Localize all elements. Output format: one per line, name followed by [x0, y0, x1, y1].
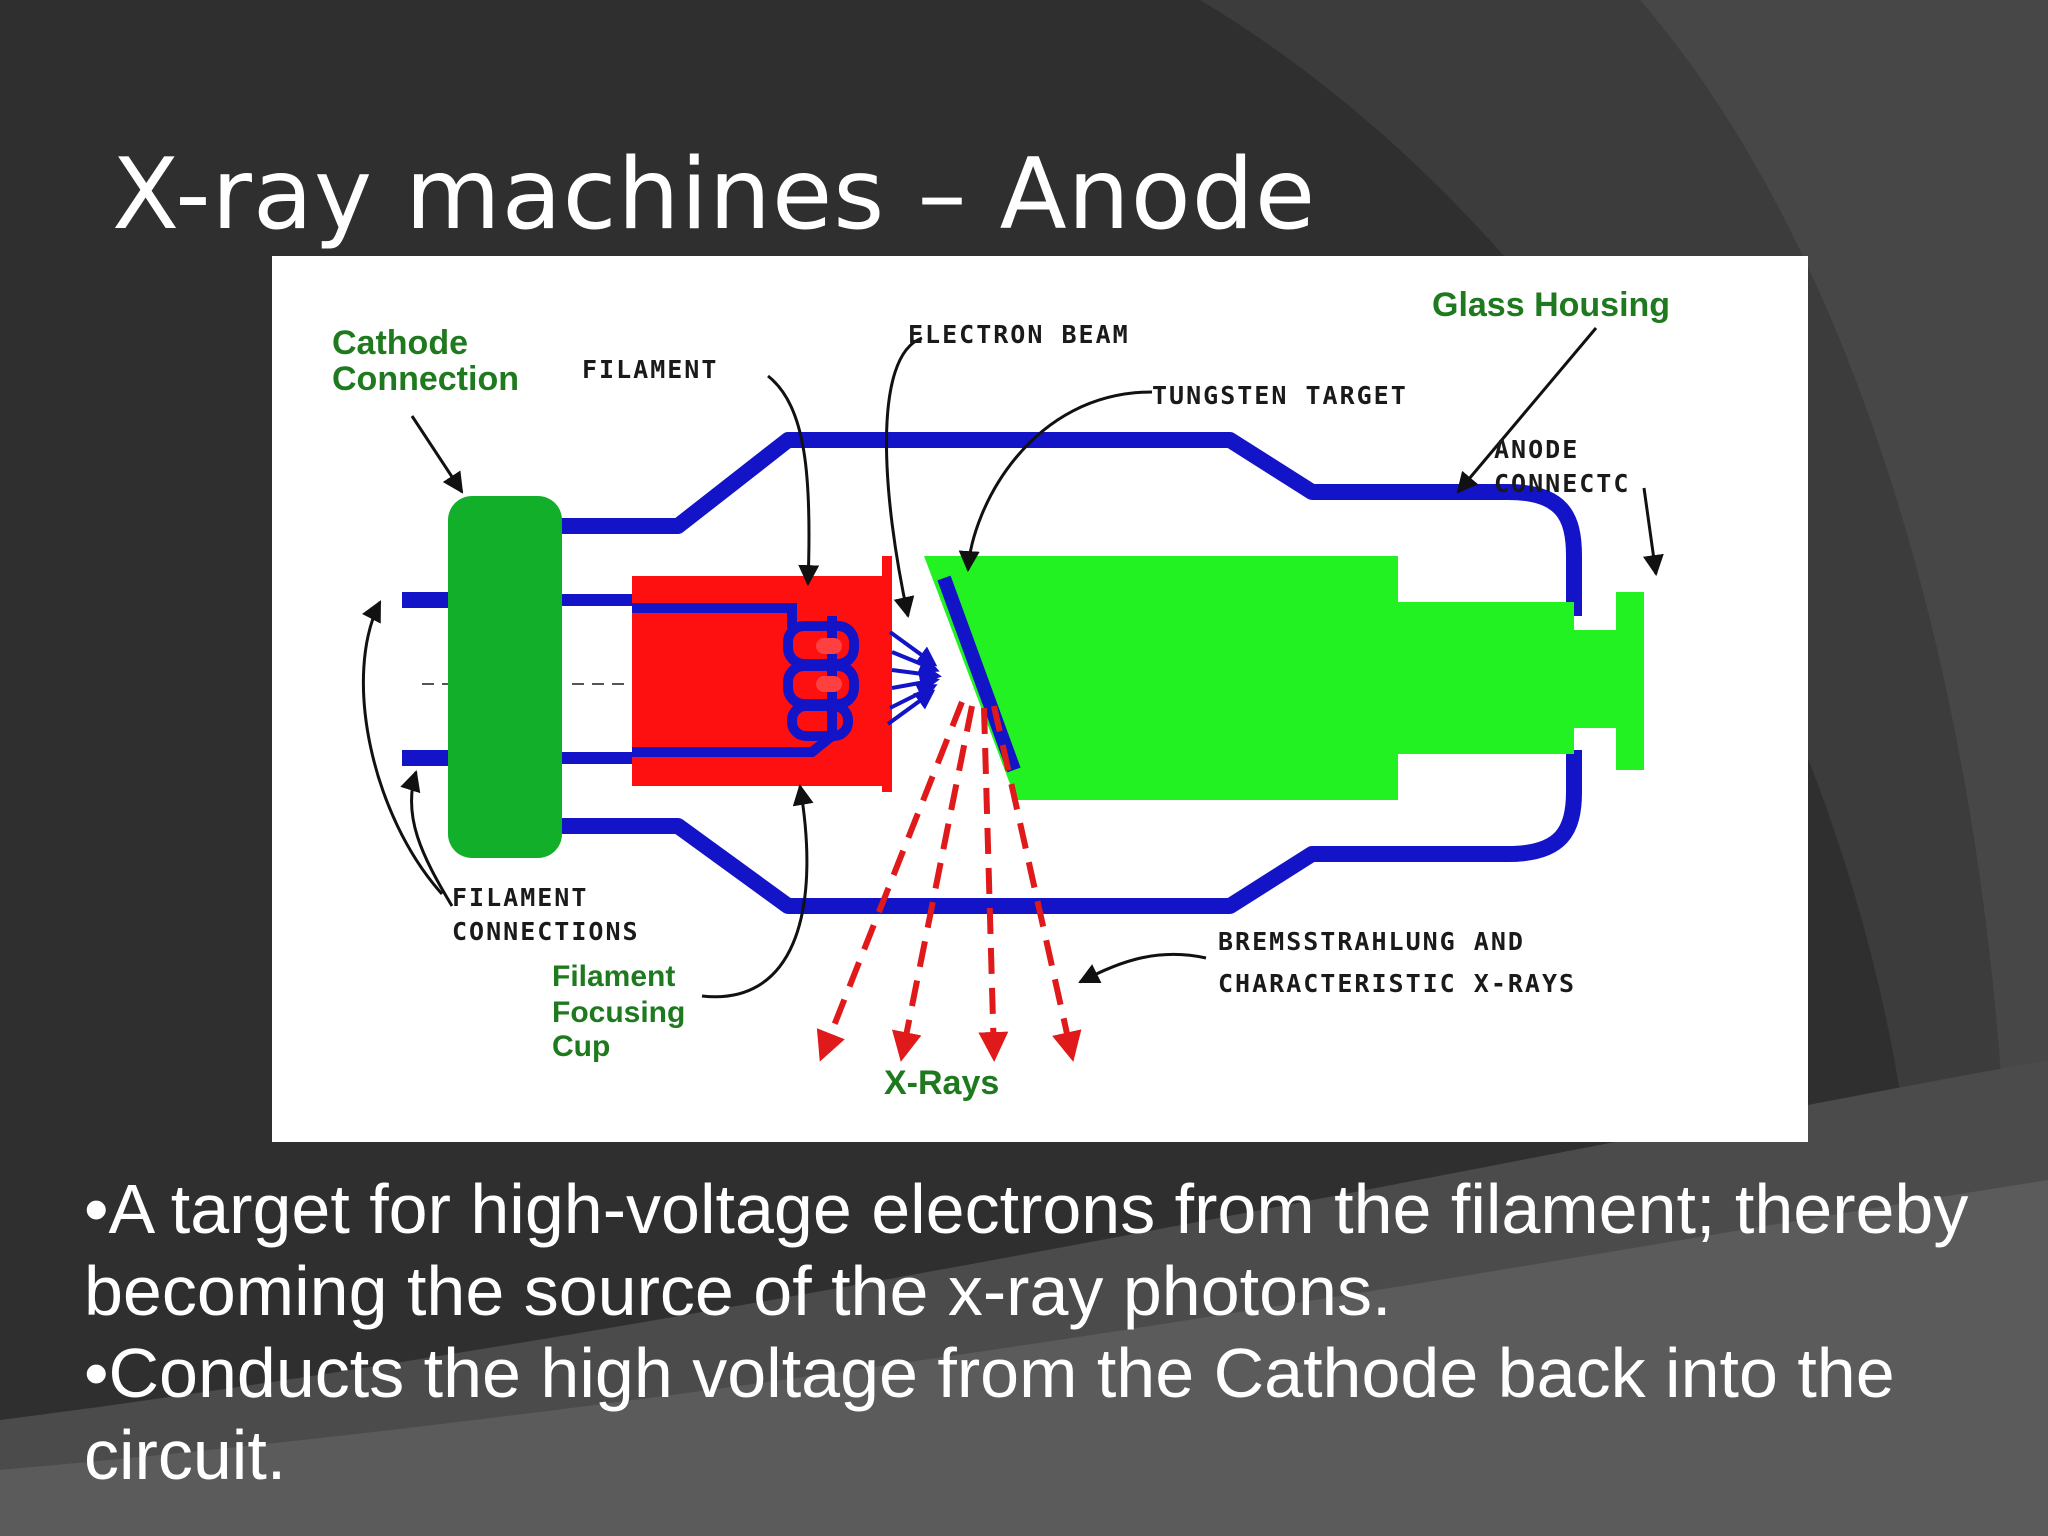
label-filament-connections-line1: FILAMENT — [452, 883, 588, 912]
cathode-connection-block — [448, 496, 562, 858]
label-anode-connection-line2: CONNECTC — [1494, 469, 1630, 498]
label-filament-focusing-cup-line1: Filament — [552, 960, 675, 993]
label-x-rays: X-Rays — [884, 1064, 999, 1102]
label-filament-connections-line2: CONNECTIONS — [452, 917, 640, 946]
tungsten-target — [937, 575, 1021, 773]
anode-body — [924, 556, 1644, 800]
label-cathode-connection-line1: Cathode — [332, 324, 468, 362]
diagram-svg: Cathode Connection FILAMENT ELECTRON BEA… — [332, 286, 1670, 1102]
bullet-item: •A target for high-voltage electrons fro… — [84, 1170, 1969, 1330]
label-filament: FILAMENT — [582, 355, 718, 384]
label-electron-beam: ELECTRON BEAM — [908, 320, 1130, 349]
label-cathode-connection-line2: Connection — [332, 360, 519, 398]
x-ray-beams — [816, 700, 1082, 1062]
xray-tube-diagram: Cathode Connection FILAMENT ELECTRON BEA… — [272, 256, 1808, 1142]
label-anode-connection-line1: ANODE — [1494, 435, 1579, 464]
electron-beam-arrows — [886, 630, 942, 726]
label-tungsten-target: TUNGSTEN TARGET — [1152, 381, 1408, 410]
bullet-item: •Conducts the high voltage from the Cath… — [84, 1334, 1895, 1494]
slide-title: X-ray machines – Anode — [112, 138, 1317, 252]
filament-coil — [783, 621, 859, 741]
label-filament-focusing-cup-line3: Cup — [552, 1030, 610, 1063]
label-filament-focusing-cup-line2: Focusing — [552, 996, 685, 1029]
label-bremsstrahlung-line2: CHARACTERISTIC X-RAYS — [1218, 969, 1576, 998]
bullet-list: •A target for high-voltage electrons fro… — [84, 1168, 1984, 1496]
label-bremsstrahlung-line1: BREMSSTRAHLUNG AND — [1218, 927, 1525, 956]
label-glass-housing: Glass Housing — [1432, 286, 1670, 324]
leader-lines — [361, 327, 1664, 999]
